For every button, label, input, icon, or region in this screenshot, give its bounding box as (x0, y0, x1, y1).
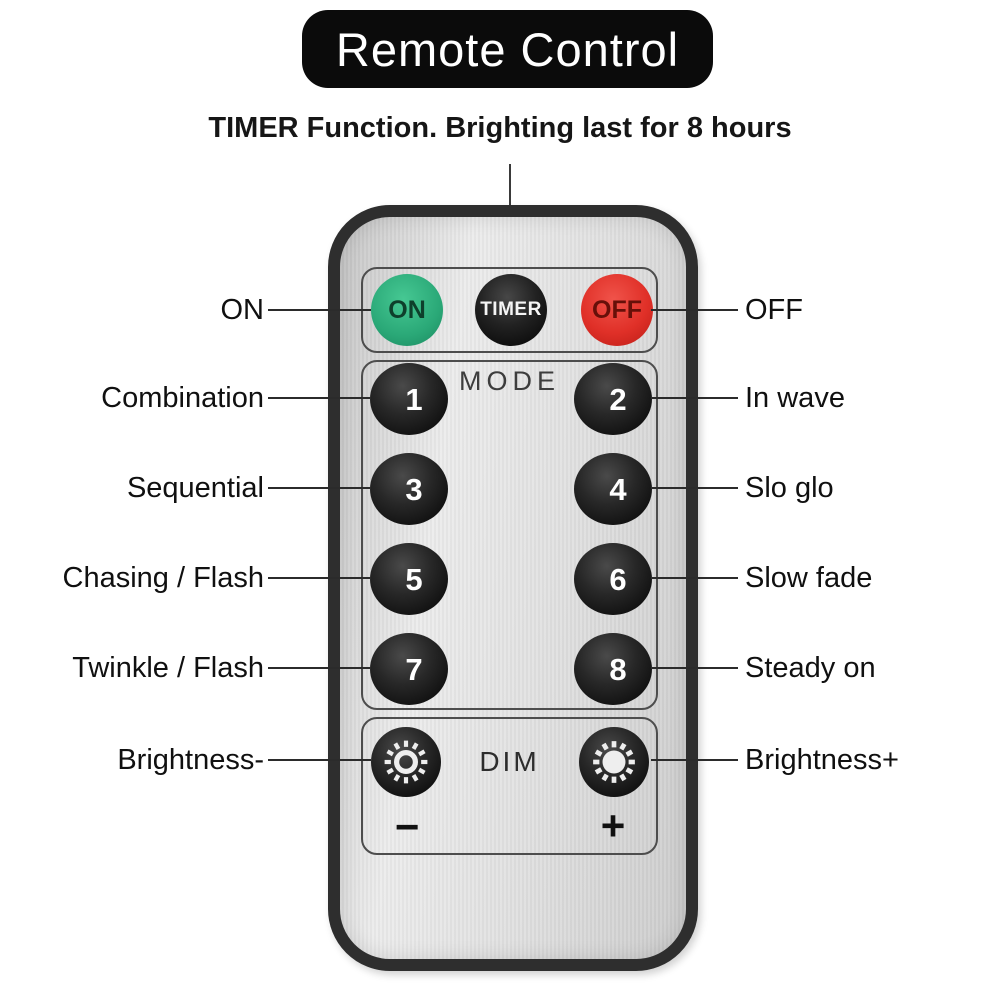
mode-button-6[interactable]: 6 (574, 543, 652, 615)
callout-brightness-minus: Brightness- (117, 744, 264, 776)
brightness-increase-button[interactable] (579, 727, 649, 797)
connector-line (268, 487, 371, 489)
callout-steady-on: Steady on (745, 652, 876, 684)
mode-button-2[interactable]: 2 (574, 363, 652, 435)
connector-line (651, 397, 738, 399)
callout-combination: Combination (101, 382, 264, 414)
dim-plus-sign: + (600, 802, 626, 849)
page-title: Remote Control (335, 22, 680, 76)
on-button-label: ON (388, 295, 426, 324)
timer-button-label: TIMER (480, 299, 542, 320)
callout-twinkle-flash: Twinkle / Flash (72, 652, 264, 684)
connector-line (651, 667, 738, 669)
mode-button-8-label: 8 (609, 652, 627, 687)
callout-in-wave: In wave (745, 382, 845, 414)
mode-button-1-label: 1 (405, 382, 423, 417)
connector-line (268, 309, 371, 311)
callout-slo-glo: Slo glo (745, 472, 834, 504)
dim-minus-sign: − (394, 803, 420, 850)
connector-line (268, 397, 371, 399)
title-banner: Remote Control (302, 10, 713, 88)
mode-button-panel (361, 360, 658, 710)
mode-button-7-label: 7 (405, 652, 423, 687)
sun-filled-icon (579, 727, 649, 797)
mode-button-4-label: 4 (609, 472, 627, 507)
mode-button-7[interactable]: 7 (370, 633, 448, 705)
mode-button-5[interactable]: 5 (370, 543, 448, 615)
connector-line (651, 577, 738, 579)
off-button-label: OFF (592, 295, 642, 324)
mode-button-5-label: 5 (405, 562, 423, 597)
mode-button-2-label: 2 (609, 382, 627, 417)
dim-section-label: DIM (479, 746, 540, 777)
callout-on: ON (220, 294, 265, 326)
timer-function-caption: TIMER Function. Brighting last for 8 hou… (208, 112, 792, 144)
callout-sequential: Sequential (126, 472, 264, 504)
timer-button[interactable]: TIMER (475, 274, 547, 346)
mode-button-8[interactable]: 8 (574, 633, 652, 705)
mode-button-6-label: 6 (609, 562, 627, 597)
callout-chasing-flash: Chasing / Flash (62, 562, 265, 594)
connector-line (268, 577, 371, 579)
mode-button-4[interactable]: 4 (574, 453, 652, 525)
dim-button-panel (361, 717, 658, 855)
callout-brightness-plus: Brightness+ (745, 744, 899, 776)
on-button[interactable]: ON (371, 274, 443, 346)
connector-line (651, 759, 738, 761)
mode-button-3[interactable]: 3 (370, 453, 448, 525)
callout-off: OFF (745, 294, 803, 326)
connector-line (651, 487, 738, 489)
mode-section-label: MODE (459, 366, 560, 396)
brightness-decrease-button[interactable] (371, 727, 441, 797)
connector-line (651, 309, 738, 311)
mode-button-3-label: 3 (405, 472, 423, 507)
callout-slow-fade: Slow fade (745, 562, 873, 594)
connector-line (268, 667, 371, 669)
mode-button-1[interactable]: 1 (370, 363, 448, 435)
off-button[interactable]: OFF (581, 274, 653, 346)
connector-line (268, 759, 371, 761)
sun-outline-icon (371, 727, 441, 797)
